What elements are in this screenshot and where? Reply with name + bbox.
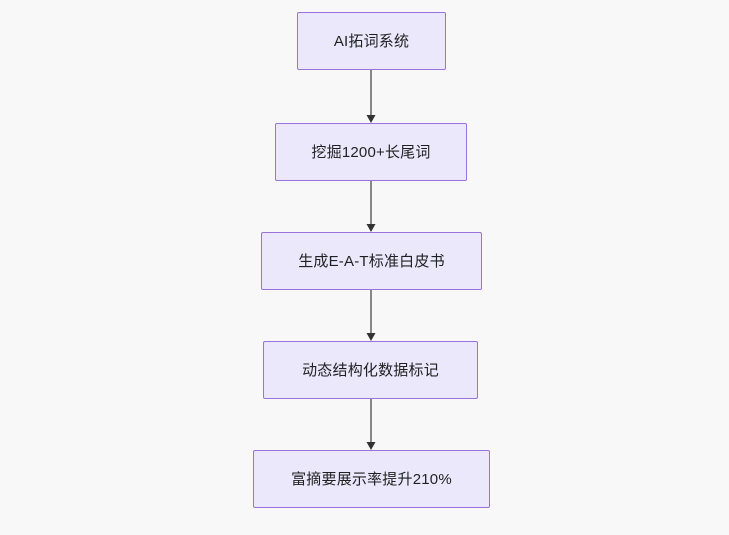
flowchart-node-n4[interactable]: 动态结构化数据标记 [263, 341, 478, 399]
flowchart-node-n5[interactable]: 富摘要展示率提升210% [253, 450, 490, 508]
flowchart-node-n3[interactable]: 生成E-A-T标准白皮书 [261, 232, 482, 290]
flowchart-edge-arrow [365, 70, 377, 123]
flowchart-node-n1[interactable]: AI拓词系统 [297, 12, 446, 70]
flowchart-node-label: 富摘要展示率提升210% [291, 470, 452, 488]
flowchart-node-n2[interactable]: 挖掘1200+长尾词 [275, 123, 467, 181]
flowchart-node-label: 挖掘1200+长尾词 [311, 143, 431, 161]
flowchart-node-label: AI拓词系统 [333, 32, 410, 50]
flowchart-edge-arrow [365, 181, 377, 232]
flowchart-edge-arrow [365, 399, 377, 450]
flowchart-edge-arrow [365, 290, 377, 341]
flowchart-node-label: 生成E-A-T标准白皮书 [298, 252, 445, 270]
flowchart-node-label: 动态结构化数据标记 [302, 361, 439, 379]
